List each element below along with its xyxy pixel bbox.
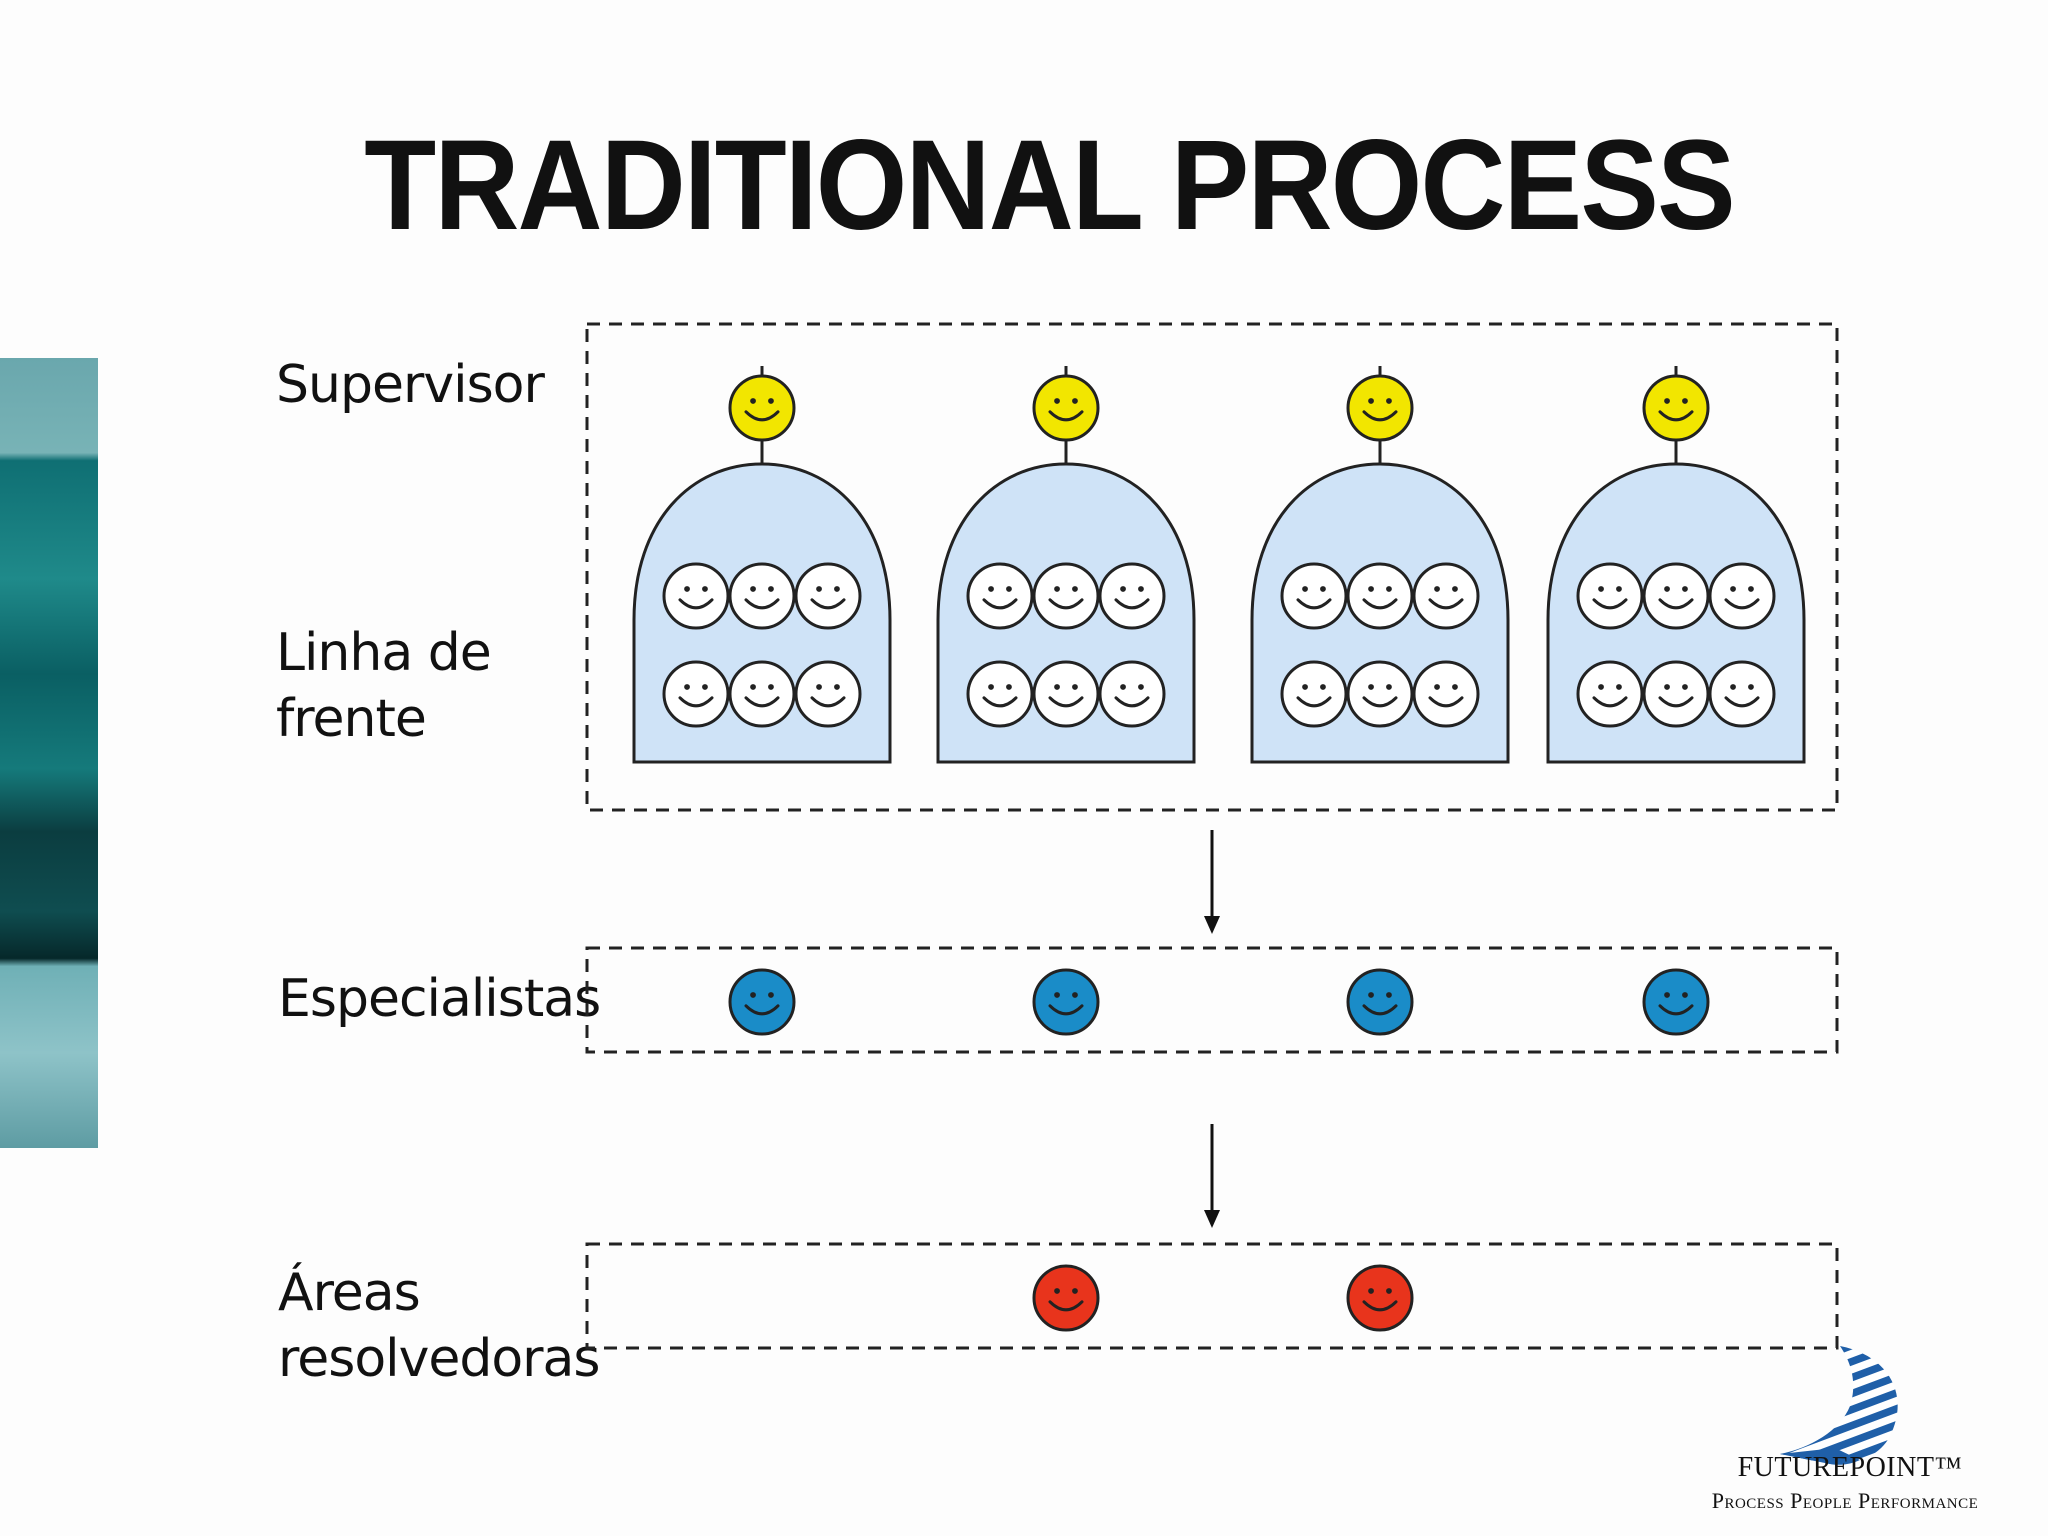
agent-smiley-icon xyxy=(1642,660,1710,728)
arrow-down-icon xyxy=(1204,1124,1220,1228)
agent-smiley-icon xyxy=(794,562,862,630)
arrow-down-icon xyxy=(1204,830,1220,934)
brand-tagline: Process People Performance xyxy=(1711,1488,1979,1513)
resolvers-frame xyxy=(585,1242,1839,1350)
specialists-frame xyxy=(585,946,1839,1054)
agent-smiley-icon xyxy=(662,562,730,630)
team-group xyxy=(1546,366,1806,764)
side-decorative-strip xyxy=(0,358,98,1148)
label-areas-resolvedoras: Áreas resolvedoras xyxy=(278,1263,601,1389)
futurepoint-logo-icon xyxy=(1780,1346,1898,1465)
agent-smiley-icon xyxy=(1346,562,1414,630)
resolver-smiley-icon xyxy=(1032,1264,1100,1332)
label-especialistas: Especialistas xyxy=(278,969,601,1029)
supervisor-smiley-icon xyxy=(1346,374,1414,442)
agent-smiley-icon xyxy=(794,660,862,728)
agent-smiley-icon xyxy=(1346,660,1414,728)
team-group xyxy=(1250,366,1510,764)
label-linha-de-frente: Linha de frente xyxy=(276,623,492,749)
agent-smiley-icon xyxy=(1280,660,1348,728)
agent-smiley-icon xyxy=(1576,562,1644,630)
frontline-frame xyxy=(585,322,1839,812)
agent-smiley-icon xyxy=(728,562,796,630)
team-group xyxy=(936,366,1196,764)
agent-smiley-icon xyxy=(1098,562,1166,630)
resolver-smiley-icon xyxy=(1346,1264,1414,1332)
agent-smiley-icon xyxy=(1708,660,1776,728)
agent-smiley-icon xyxy=(1708,562,1776,630)
specialist-smiley-icon xyxy=(728,968,796,1036)
agent-smiley-icon xyxy=(1280,562,1348,630)
specialist-smiley-icon xyxy=(1642,968,1710,1036)
agent-smiley-icon xyxy=(1642,562,1710,630)
supervisor-smiley-icon xyxy=(728,374,796,442)
agent-smiley-icon xyxy=(1032,660,1100,728)
agent-smiley-icon xyxy=(1412,562,1480,630)
agent-smiley-icon xyxy=(728,660,796,728)
agent-smiley-icon xyxy=(662,660,730,728)
page-title: TRADITIONAL PROCESS xyxy=(364,114,1735,257)
supervisor-smiley-icon xyxy=(1032,374,1100,442)
specialist-smiley-icon xyxy=(1346,968,1414,1036)
label-supervisor: Supervisor xyxy=(276,355,545,415)
agent-smiley-icon xyxy=(966,660,1034,728)
brand-name: FUTUREPOINT™ xyxy=(1737,1452,1963,1483)
agent-smiley-icon xyxy=(966,562,1034,630)
agent-smiley-icon xyxy=(1032,562,1100,630)
team-group xyxy=(632,366,892,764)
agent-smiley-icon xyxy=(1412,660,1480,728)
supervisor-smiley-icon xyxy=(1642,374,1710,442)
agent-smiley-icon xyxy=(1098,660,1166,728)
specialist-smiley-icon xyxy=(1032,968,1100,1036)
agent-smiley-icon xyxy=(1576,660,1644,728)
